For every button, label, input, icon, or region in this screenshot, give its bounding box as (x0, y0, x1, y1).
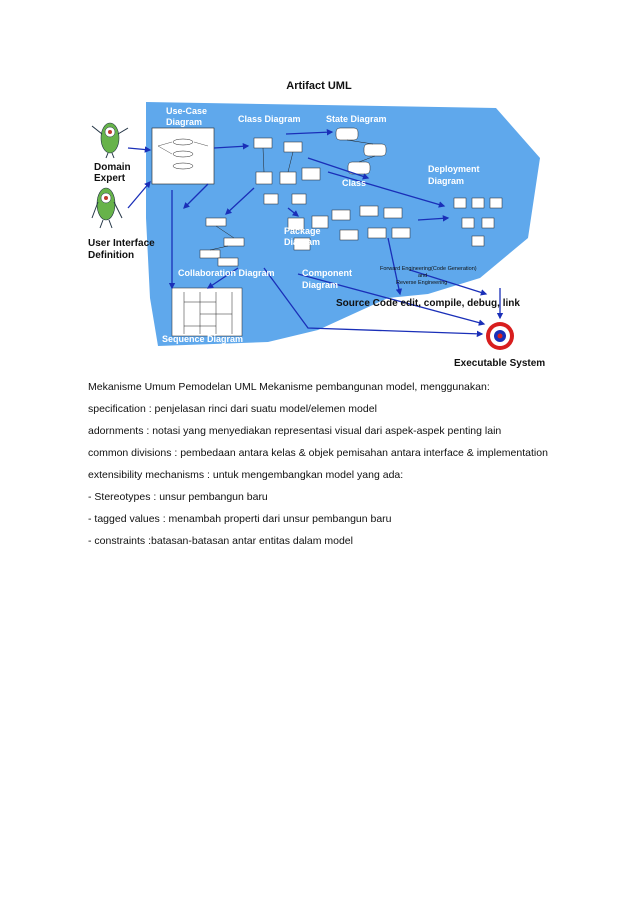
label-ui-definition-2: Definition (88, 250, 134, 261)
page-title: Artifact UML (286, 80, 352, 92)
class-diagram-thumb (253, 137, 321, 205)
collaboration-diagram-thumb (199, 217, 245, 267)
label-deployment: Deployment (428, 164, 480, 174)
label-reverse-engineering: Reverse Engineering (396, 280, 447, 286)
label-use-case-2: Diagram (166, 117, 202, 127)
label-sequence: Sequence Diagram (162, 334, 243, 344)
label-collaboration: Collaboration Diagram (178, 268, 275, 278)
ui-definition-figure (91, 187, 123, 229)
label-class-diagram: Class Diagram (238, 114, 301, 124)
label-state-diagram: State Diagram (326, 114, 387, 124)
body-line: adornments : notasi yang menyediakan rep… (88, 425, 502, 437)
body-line: - tagged values : menambah properti dari… (88, 513, 392, 525)
executable-target-icon (486, 322, 514, 350)
body-line: extensibility mechanisms : untuk mengemb… (88, 469, 404, 481)
package-diagram-thumb (287, 215, 329, 251)
label-ui-definition: User Interface (88, 238, 155, 249)
flow-arrows (127, 128, 504, 338)
label-domain-expert-2: Expert (94, 173, 126, 184)
sequence-diagram-thumb (171, 287, 243, 337)
body-line: specification : penjelasan rinci dari su… (88, 403, 377, 415)
uml-artifact-figure: Use-Case Diagram Class Diagram State Dia… (88, 98, 568, 370)
body-line: common divisions : pembedaan antara kela… (88, 447, 548, 459)
label-package-2: Diagram (284, 237, 320, 247)
label-and: and (418, 273, 427, 279)
label-use-case: Use-Case (166, 106, 207, 116)
label-package: Package (284, 226, 321, 236)
label-component-2: Diagram (302, 280, 338, 290)
label-class: Class (342, 178, 366, 188)
use-case-diagram-thumb (151, 127, 215, 185)
deployment-diagram-thumb (453, 197, 503, 247)
body-line: Mekanisme Umum Pemodelan UML Mekanisme p… (88, 381, 490, 393)
body-text: Mekanisme Umum Pemodelan UML Mekanisme p… (88, 380, 568, 556)
label-source-code: Source Code edit, compile, debug, link (336, 298, 520, 309)
label-component: Component (302, 268, 352, 278)
state-diagram-thumb (335, 127, 387, 175)
domain-expert-figure (91, 122, 129, 159)
body-line: - constraints :batasan-batasan antar ent… (88, 535, 353, 547)
label-deployment-2: Diagram (428, 176, 464, 186)
uml-diagram-illustration: Use-Case Diagram Class Diagram State Dia… (88, 102, 545, 369)
component-diagram-thumb (331, 205, 411, 241)
label-executable-system: Executable System (454, 358, 545, 369)
body-line: - Stereotypes : unsur pembangun baru (88, 491, 268, 503)
blue-panel (146, 102, 540, 346)
label-domain-expert: Domain (94, 162, 131, 173)
label-forward-engineering: Forward Engineering(Code Generation) (380, 266, 477, 272)
